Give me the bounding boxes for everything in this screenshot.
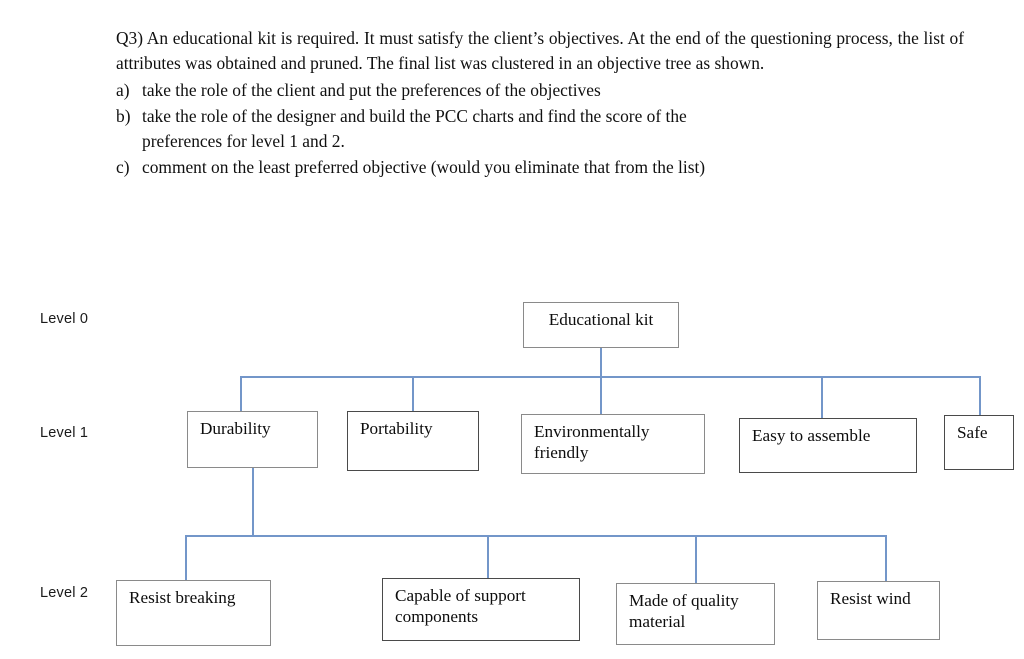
item-text-b-line2: preferences for level 1 and 2. [142, 131, 345, 151]
node-educational-kit[interactable]: Educational kit [523, 302, 679, 348]
connector-drop-made-of-quality-material [695, 535, 697, 583]
node-safe[interactable]: Safe [944, 415, 1014, 470]
connector-drop-easy-to-assemble [821, 376, 823, 418]
level-0-label: Level 0 [40, 311, 89, 327]
node-capable-of-support-components-line2: components [395, 607, 479, 626]
question-item-a: a) take the role of the client and put t… [116, 78, 964, 103]
item-marker-b: b) [116, 106, 131, 126]
connector-durability-stem [252, 468, 254, 535]
level-1-label: Level 1 [40, 425, 89, 441]
item-marker-c: c) [116, 157, 130, 177]
question-item-b: b) take the role of the designer and bui… [116, 104, 964, 154]
node-portability[interactable]: Portability [347, 411, 479, 471]
connector-drop-environmentally-friendly [600, 376, 602, 414]
connector-level2-bus [185, 535, 886, 537]
question-sub-items-list: a) take the role of the client and put t… [116, 78, 964, 180]
connector-level1-bus [240, 376, 980, 378]
node-made-of-quality-material-line1: Made of quality [629, 591, 739, 610]
connector-drop-resist-breaking [185, 535, 187, 580]
node-environmentally-friendly[interactable]: Environmentally friendly [521, 414, 705, 474]
item-marker-a: a) [116, 80, 130, 100]
connector-drop-safe [979, 376, 981, 415]
item-text-b-line1: take the role of the designer and build … [142, 106, 687, 126]
question-text-block: Q3) An educational kit is required. It m… [116, 26, 964, 181]
node-environmentally-friendly-line2: friendly [534, 443, 589, 462]
item-text-c: comment on the least preferred objective… [142, 157, 706, 177]
question-intro-paragraph: Q3) An educational kit is required. It m… [116, 28, 964, 73]
connector-level0-stem [600, 348, 602, 377]
node-resist-breaking[interactable]: Resist breaking [116, 580, 271, 646]
node-resist-wind[interactable]: Resist wind [817, 581, 940, 640]
node-easy-to-assemble[interactable]: Easy to assemble [739, 418, 917, 473]
node-environmentally-friendly-line1: Environmentally [534, 422, 650, 441]
node-capable-of-support-components-line1: Capable of support [395, 586, 526, 605]
level-2-label: Level 2 [40, 585, 89, 601]
node-capable-of-support-components[interactable]: Capable of support components [382, 578, 580, 641]
node-made-of-quality-material-line2: material [629, 612, 686, 631]
connector-drop-durability [240, 376, 242, 411]
connector-drop-portability [412, 376, 414, 411]
node-made-of-quality-material[interactable]: Made of quality material [616, 583, 775, 645]
connector-drop-resist-wind [885, 535, 887, 581]
item-text-a: take the role of the client and put the … [142, 80, 601, 100]
question-item-c: c) comment on the least preferred object… [116, 155, 964, 180]
connector-drop-capable-of-support-components [487, 535, 489, 578]
node-durability[interactable]: Durability [187, 411, 318, 468]
